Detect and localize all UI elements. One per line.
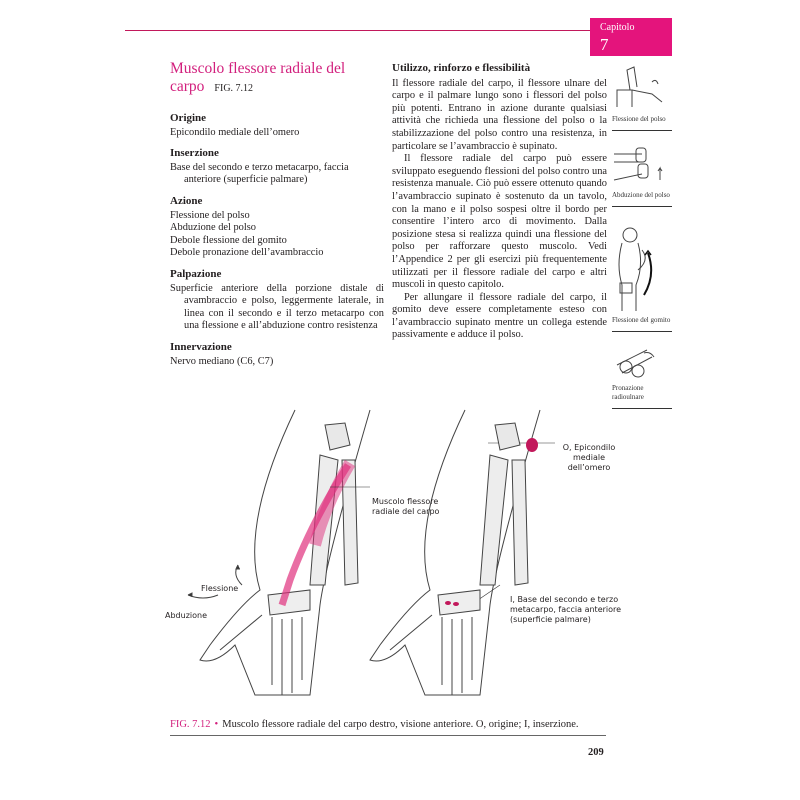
forearm-illustrations (187, 409, 555, 696)
usage-section: Utilizzo, rinforzo e flessibilità Il fle… (392, 62, 607, 342)
label-muscle: Muscolo flessore radiale del carpo (372, 497, 440, 516)
title-line-1: Muscolo flessore radiale del (170, 60, 346, 77)
caption-bullet: • (214, 719, 219, 730)
label-flexion: Flessione (201, 584, 239, 593)
azione-item: Debole flessione del gomito (170, 234, 287, 246)
pronation-icon (616, 349, 655, 378)
label-insertion: I, Base del secondo e terzo metacarpo, f… (510, 595, 622, 624)
label-abduction: Abduzione (165, 611, 208, 620)
side-icon-wrist-flexion: Flessione del polso (612, 62, 672, 131)
azione-item: Abduzione del polso (170, 222, 256, 234)
palpazione-text: Superficie anteriore della porzione dist… (170, 282, 384, 332)
wrist-flexion-icon (616, 66, 663, 107)
caption-fig-ref: FIG. 7.12 (170, 719, 211, 730)
origine-text: Epicondilo mediale dell’omero (170, 126, 300, 138)
side-icon-wrist-abduction: Abduzione del polso (612, 140, 672, 207)
muscle-summary: Muscolo flessore radiale del carpo FIG. 7… (170, 60, 384, 368)
chapter-tab: Capitolo 7 (590, 18, 672, 56)
innervazione-text: Nervo mediano (C6, C7) (170, 355, 274, 367)
azione-item: Flessione del polso (170, 209, 250, 221)
section-heading-palpazione: Palpazione (170, 267, 222, 280)
usage-paragraph: Per allungare il flessore radiale del ca… (392, 291, 607, 341)
right-arm-illustration (369, 409, 541, 696)
section-heading-origine: Origine (170, 112, 207, 124)
usage-paragraph: Il flessore radiale del carpo, il flesso… (392, 77, 607, 152)
side-icon-pronation: Pronazione radioulnare (612, 345, 672, 409)
side-icon-label: Abduzione del polso (612, 191, 670, 199)
chapter-number: 7 (600, 35, 609, 54)
section-heading-innervazione: Innervazione (170, 340, 232, 353)
header-rule (125, 30, 590, 31)
elbow-flexion-icon (618, 227, 653, 311)
section-heading-azione: Azione (170, 194, 203, 207)
wrist-abduction-icon (613, 147, 663, 181)
side-icon-label: Flessione del gomito (612, 316, 671, 324)
azione-item: Debole pronazione dell’avambraccio (170, 247, 324, 259)
muscle-title: Muscolo flessore radiale del carpo FIG. 7… (170, 60, 384, 98)
footer-rule (170, 735, 606, 736)
side-icon-label: Flessione del polso (612, 115, 666, 123)
usage-paragraph: Il flessore radiale del carpo può essere… (392, 153, 607, 291)
fig-ref: FIG. 7.12 (214, 83, 254, 94)
chapter-label: Capitolo (600, 22, 635, 33)
page-number: 209 (588, 747, 604, 758)
title-line-2: carpo (170, 78, 205, 95)
caption-text: Muscolo flessore radiale del carpo destr… (222, 719, 579, 730)
side-icon-label: Pronazione radioulnare (612, 384, 644, 401)
label-origin: O, Epicondilo mediale dell’omero (562, 443, 616, 472)
usage-heading: Utilizzo, rinforzo e flessibilità (392, 62, 531, 74)
left-arm-illustration (187, 409, 555, 696)
inserzione-text: Base del secondo e terzo metacarpo, facc… (170, 161, 349, 186)
section-heading-inserzione: Inserzione (170, 147, 219, 160)
figure-caption: FIG. 7.12•Muscolo flessore radiale del c… (170, 719, 579, 730)
side-icon-elbow-flexion: Flessione del gomito (612, 225, 672, 332)
